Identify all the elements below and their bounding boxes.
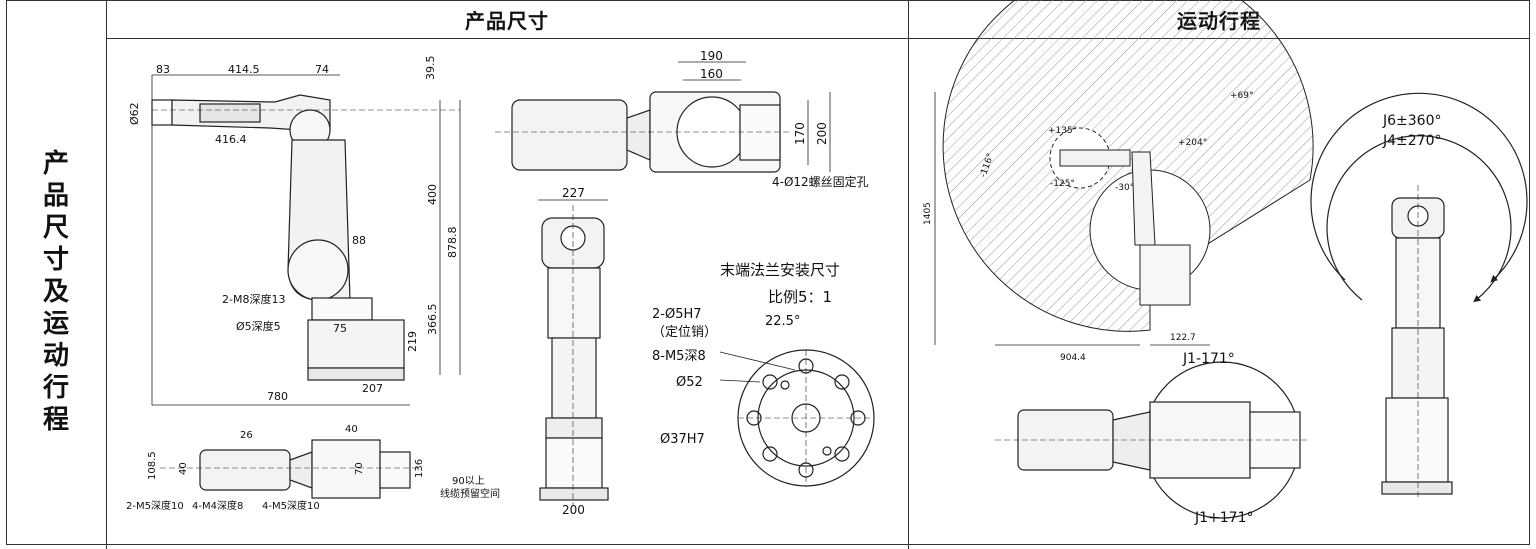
dim-label: 线缆预留空间: [440, 487, 500, 500]
flange-label: 8-M5深8: [652, 349, 706, 364]
joint-labels: J6±360° J4±270° J1-171° J1+171°: [1182, 113, 1442, 526]
joint-label: J1-171°: [1182, 351, 1235, 367]
flange-label: （定位销）: [652, 325, 717, 340]
dim-label: 70: [354, 462, 365, 475]
flange-title: 末端法兰安装尺寸: [720, 261, 840, 279]
dim-label: 400: [426, 184, 439, 205]
column-divider: [106, 0, 107, 549]
angle-label: +135°: [1048, 126, 1077, 136]
side-label-char: 运: [42, 308, 69, 339]
side-label-char: 及: [42, 276, 69, 307]
dim-label: 4-Ø12螺丝固定孔: [772, 174, 869, 189]
side-label-char: 产: [42, 148, 69, 179]
top-view-drawing: [495, 61, 831, 173]
dim-label: 170: [793, 122, 807, 145]
side-view-dims: 83 414.5 74 39.5 Ø62 416.4 400 878.8 88 …: [128, 56, 459, 404]
joint-label: J1+171°: [1194, 510, 1254, 526]
angle-label: +204°: [1178, 138, 1207, 148]
flange-label: Ø52: [676, 375, 703, 390]
dim-label: 136: [414, 459, 425, 478]
dim-label: 878.8: [446, 227, 459, 259]
flange-drawing: [719, 349, 875, 487]
dim-label: 160: [700, 67, 723, 81]
dim-label: 39.5: [424, 56, 437, 81]
dim-label: Ø5深度5: [236, 319, 281, 333]
header-product-size: 产品尺寸: [465, 8, 549, 33]
joint-rotation-drawing: [1310, 92, 1528, 500]
angle-label: -125°: [1050, 179, 1075, 189]
flange-label: 22.5°: [765, 314, 800, 329]
dim-label: 200: [815, 122, 829, 145]
dim-label: 2-M8深度13: [222, 292, 285, 306]
dim-label: 83: [156, 63, 170, 76]
side-label-char: 行: [42, 372, 69, 403]
joint-label: J6±360°: [1382, 113, 1442, 129]
side-label: 产 品 尺 寸 及 运 动 行 程: [6, 38, 106, 545]
side-label-char: 品: [42, 180, 69, 211]
side-label-char: 动: [42, 340, 69, 371]
dim-label: 1405: [923, 202, 933, 225]
j1-rotation-drawing: [995, 361, 1310, 519]
joint-label: J4±270°: [1382, 133, 1442, 149]
dim-label: 416.4: [215, 133, 247, 146]
dim-label: 90以上: [452, 475, 485, 487]
column-divider: [908, 0, 909, 549]
flange-scale: 比例5：1: [768, 288, 832, 306]
dim-label: 219: [406, 331, 419, 352]
dim-label: 2-M5深度10: [126, 499, 184, 512]
angle-label: +69°: [1230, 91, 1254, 101]
front-view-dims: 227 200: [562, 186, 585, 517]
header-divider: [106, 38, 1530, 39]
dim-label: 780: [267, 390, 288, 403]
dim-label: 366.5: [426, 304, 439, 336]
dim-label: 207: [362, 382, 383, 395]
dim-label: 74: [315, 63, 329, 76]
front-view-drawing: [538, 199, 609, 505]
dim-label: 4-M4深度8: [192, 499, 243, 512]
dim-label: 40: [345, 424, 358, 435]
bottom-view-drawing: [160, 439, 420, 499]
dim-label: 108.5: [147, 451, 158, 480]
workspace-drawing: [934, 0, 1314, 346]
bottom-view-dims: 26 40 108.5 40 70 136 90以上 线缆预留空间 2-M5深度…: [126, 424, 500, 512]
side-label-char: 尺: [42, 212, 69, 243]
dim-label: 414.5: [228, 63, 260, 76]
dim-label: 26: [240, 430, 253, 441]
dim-label: Ø62: [128, 102, 141, 125]
dim-label: 122.7: [1170, 333, 1196, 343]
flange-label: Ø37H7: [660, 432, 705, 447]
dim-label: 4-M5深度10: [262, 499, 320, 512]
dim-label: 190: [700, 49, 723, 63]
flange-labels: 末端法兰安装尺寸 比例5：1 2-Ø5H7 （定位销） 22.5° 8-M5深8…: [652, 261, 840, 447]
dim-label: 88: [352, 234, 366, 247]
side-label-char: 程: [42, 404, 69, 435]
flange-label: 2-Ø5H7: [652, 307, 702, 322]
side-view-drawing: [151, 74, 461, 406]
dim-label: 200: [562, 503, 585, 517]
angle-label: -30°: [1115, 183, 1134, 193]
side-label-char: 寸: [42, 244, 69, 275]
top-view-dims: 190 160 170 200 4-Ø12螺丝固定孔: [700, 49, 869, 189]
dim-label: 227: [562, 186, 585, 200]
dim-label: 904.4: [1060, 353, 1086, 363]
dim-label: 40: [178, 462, 189, 475]
dim-label: 75: [333, 322, 347, 335]
table-frame: [6, 0, 1530, 545]
